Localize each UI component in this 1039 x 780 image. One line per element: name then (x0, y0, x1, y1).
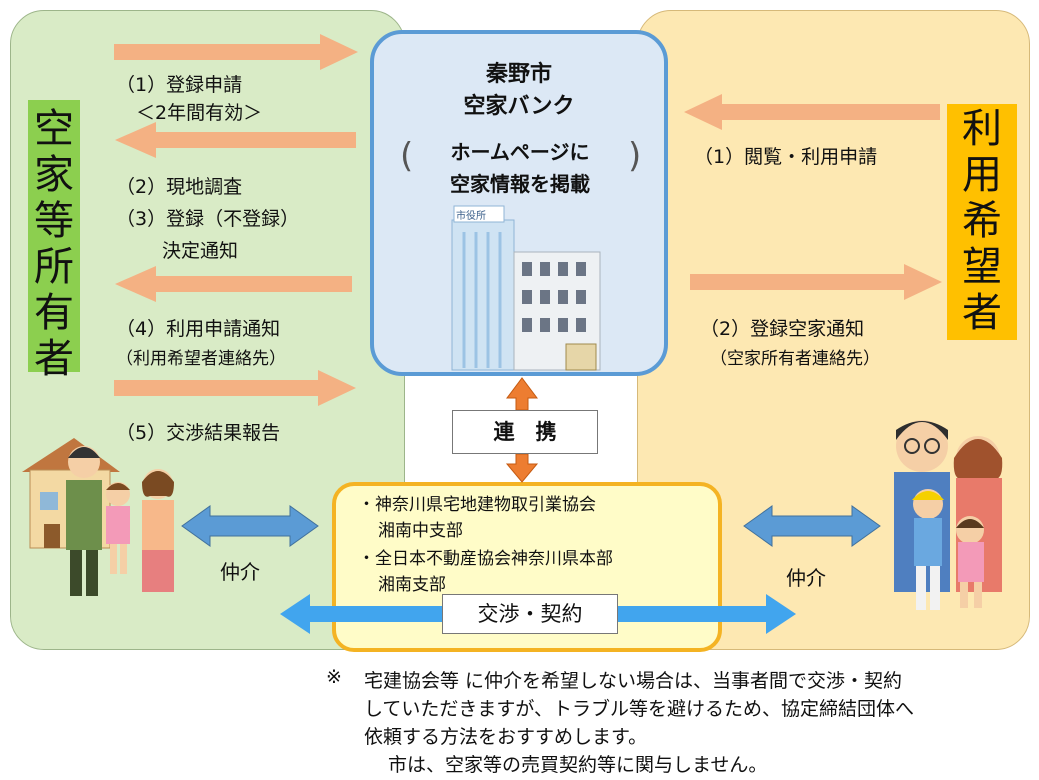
user-label-char: 者 (962, 290, 1002, 336)
step-result-report: （5）交渉結果報告 (116, 422, 281, 444)
note-mark: ※ (326, 666, 342, 688)
arrow-application-notice (115, 266, 352, 302)
arrow-mediation-left (181, 505, 319, 547)
arrow-view-apply (684, 94, 940, 130)
agency-line1: ・神奈川県宅地建物取引業協会 (358, 495, 596, 515)
bracket-right: ) (628, 136, 642, 176)
arrow-result-report (114, 370, 356, 406)
arrow-survey-notice (115, 122, 356, 158)
cooperation-label: 連 携 (452, 410, 598, 454)
arrow-link-down (505, 453, 539, 483)
owner-label-char: 所 (34, 244, 74, 290)
agency-line4: 湘南支部 (378, 575, 446, 595)
bank-title-line2: 空家バンク (463, 94, 575, 119)
arrow-link-up (506, 377, 538, 411)
bank-subtitle-line1: ホームページに (450, 140, 590, 164)
arrow-registered-notice (690, 264, 942, 300)
note-line1: 宅建協会等 に仲介を希望しない場合は、当事者間で交渉・契約 (364, 670, 903, 692)
step-decision-notice: 決定通知 (162, 240, 239, 262)
user-label: 利 用 希 望 者 (947, 104, 1017, 340)
arrow-register-request (114, 34, 358, 70)
step-registration-decision: （3）登録（不登録） (116, 208, 300, 230)
step-register-validity: ＜2年間有効＞ (136, 102, 263, 124)
step-site-survey: （2）現地調査 (116, 176, 243, 198)
note-line2: していただきますが、トラブル等を避けるため、協定締結団体へ (364, 698, 915, 720)
owner-label-char: 家 (34, 152, 74, 198)
step-registered-notice: （2）登録空家通知 (700, 318, 865, 340)
mediation-label-left: 仲介 (220, 560, 260, 584)
bracket-left: ( (400, 136, 414, 176)
bank-subtitle-line2: 空家情報を掲載 (450, 172, 590, 196)
owner-label-char: 有 (34, 290, 74, 336)
user-label-char: 利 (962, 106, 1002, 152)
step-owner-contact: （空家所有者連絡先） (710, 349, 880, 369)
step-applicant-contact: （利用希望者連絡先） (116, 349, 286, 369)
user-label-char: 希 (962, 198, 1002, 244)
user-label-char: 用 (962, 152, 1002, 198)
city-hall-illustration (451, 205, 601, 371)
owner-label-char: 者 (34, 336, 74, 382)
user-family-illustration (894, 420, 1003, 610)
negotiation-contract-label: 交渉・契約 (442, 594, 618, 634)
owner-label-char: 空 (34, 106, 74, 152)
arrow-mediation-right (743, 505, 881, 547)
step-view-apply: （1）閲覧・利用申請 (694, 146, 878, 168)
agency-line2: 湘南中支部 (378, 521, 463, 541)
owner-label: 空 家 等 所 有 者 (28, 100, 80, 382)
step-register-request: （1）登録申請 (116, 74, 243, 96)
akiya-bank-panel (370, 30, 668, 376)
city-hall-sign: 市役所 (456, 211, 486, 222)
user-label-char: 望 (962, 244, 1002, 290)
agency-line3: ・全日本不動産協会神奈川県本部 (358, 549, 613, 569)
note-line3: 依頼する方法をおすすめします。 (364, 726, 648, 748)
owner-label-char: 等 (34, 198, 74, 244)
note-line4: 市は、空家等の売買契約等に関与しません。 (388, 754, 768, 776)
step-application-notice: （4）利用申請通知 (116, 318, 281, 340)
bank-title-line1: 秦野市 (485, 62, 552, 87)
owner-family-illustration (22, 438, 174, 596)
mediation-label-right: 仲介 (786, 566, 826, 590)
